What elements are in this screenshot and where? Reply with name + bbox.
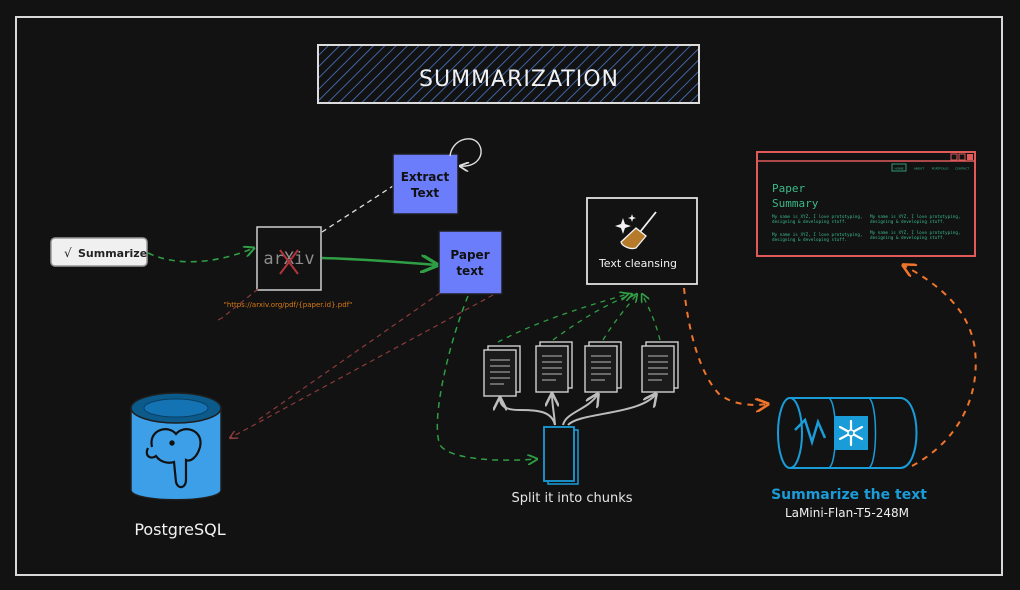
postgres-database: PostgreSQL (130, 392, 226, 539)
window-close-icon (967, 154, 973, 160)
model-subtitle: LaMini-Flan-T5-248M (785, 506, 909, 520)
arrow-chunk3-to-cleansing (602, 294, 637, 341)
arrow-split-to-chunk4 (567, 394, 656, 426)
arrow-paper-text-to-chunks (436, 295, 537, 460)
nav-portfolio: PORTFOLIO (932, 167, 950, 171)
document-chunk-3-icon (584, 341, 622, 393)
summary-paragraph: designing & developing stuff. (870, 219, 945, 225)
extract-self-loop-arrow (449, 138, 482, 166)
arrow-cleansing-to-model (683, 287, 768, 405)
arrow-arxiv-to-paper-text (321, 258, 437, 265)
summary-paragraph: designing & developing stuff. (772, 237, 847, 243)
title-box: SUMMARIZATION (317, 44, 700, 104)
checkmark-icon: √ (64, 246, 72, 260)
arxiv-x-mark (279, 249, 299, 275)
extract-text-line1: Extract (401, 170, 450, 184)
summary-heading-line2: Summary (772, 197, 819, 210)
arrow-split-to-chunk3 (562, 394, 598, 426)
arrow-split-to-chunk1 (500, 398, 556, 426)
postgres-label: PostgreSQL (134, 520, 225, 539)
summary-heading-line1: Paper (772, 182, 805, 195)
summarize-button[interactable]: √ Summarize (50, 237, 148, 267)
arrow-chunk2-to-cleansing (552, 294, 632, 341)
link-arxiv-to-postgres (221, 288, 259, 319)
text-cleansing-box: Text cleansing (586, 197, 698, 285)
arrow-to-postgres (230, 294, 494, 438)
arrow-model-to-summary (903, 265, 977, 467)
window-minimize-icon (950, 153, 958, 161)
paper-text-box: Paper text (438, 230, 503, 295)
extract-text-line2: Text (411, 186, 439, 200)
arrow-summarize-to-arxiv (147, 248, 254, 263)
window-maximize-icon (958, 153, 966, 161)
page-title: SUMMARIZATION (419, 67, 619, 92)
document-chunk-4-icon (641, 341, 679, 393)
document-chunk-1-icon (483, 345, 521, 397)
summary-paragraph: My name is XYZ, I love prototyping, (772, 214, 863, 220)
nav-contact: CONTACT (955, 167, 969, 171)
summarize-button-label: Summarize (78, 247, 147, 260)
text-cleansing-label: Text cleansing (598, 257, 677, 270)
link-arxiv-to-extract (321, 185, 394, 233)
paper-text-line2: text (456, 264, 484, 278)
arrow-chunk4-to-cleansing (642, 294, 661, 341)
arxiv-logo: arXiv (263, 249, 314, 269)
link-paper-text-to-postgres (257, 292, 441, 421)
broom-sparkle-icon (615, 211, 657, 250)
arrow-chunk1-to-cleansing (497, 294, 628, 343)
summary-paragraph: My name is XYZ, I love prototyping, (772, 232, 863, 238)
arxiv-url: "https://arxiv.org/pdf/{paper.id}.pdf" (224, 301, 353, 309)
paper-summary-window: HOME ABOUT PORTFOLIO CONTACT Paper Summa… (756, 151, 976, 257)
nav-home: HOME (894, 167, 903, 171)
arxiv-box: arXiv (256, 226, 322, 291)
summary-paragraph: My name is XYZ, I love prototyping, (870, 214, 961, 220)
summary-paragraph: My name is XYZ, I love prototyping, (870, 230, 961, 236)
nav-about: ABOUT (914, 167, 925, 171)
summary-paragraph: designing & developing stuff. (870, 235, 945, 241)
arrow-split-to-chunk2 (552, 394, 555, 426)
extract-text-box: Extract Text (392, 153, 459, 215)
split-document-icon (543, 426, 579, 485)
paper-text-line1: Paper (450, 248, 489, 262)
model-cylinder (777, 397, 918, 469)
postgres-elephant-icon (145, 428, 202, 489)
outer-frame (15, 16, 1003, 576)
document-chunk-2-icon (535, 341, 573, 393)
model-title: Summarize the text (771, 487, 927, 503)
summary-paragraph: designing & developing stuff. (772, 219, 847, 225)
split-chunks-label: Split it into chunks (512, 491, 633, 506)
